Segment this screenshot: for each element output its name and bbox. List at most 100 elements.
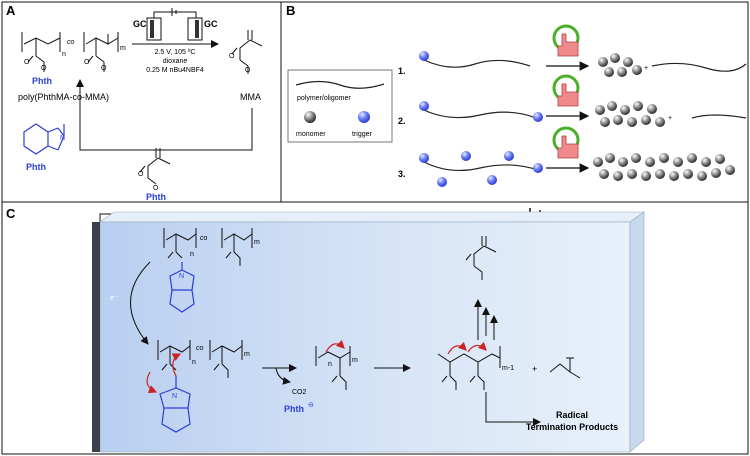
cond-solvent: dioxane bbox=[163, 58, 188, 65]
c-release-arrow bbox=[275, 367, 291, 385]
c-phth-anion: Phth bbox=[284, 404, 304, 414]
ester-o: O bbox=[41, 65, 47, 72]
legend-trigger-ball bbox=[358, 111, 370, 123]
row2-plus: + bbox=[668, 115, 672, 122]
phth-label-polymer: Phth bbox=[32, 76, 52, 86]
c-phth-anion-charge: ⊖ bbox=[308, 402, 314, 409]
row1-hand-icon bbox=[557, 33, 579, 57]
row2-oligomer bbox=[691, 114, 747, 119]
c-termination-line1: Radical bbox=[556, 410, 588, 420]
row1-monomers bbox=[598, 53, 642, 77]
electrochemical-cell bbox=[146, 8, 203, 41]
c-mid-n: n bbox=[192, 359, 196, 366]
panel-a-label: A bbox=[6, 3, 16, 18]
legend-trigger: trigger bbox=[352, 131, 373, 138]
copolymer-structure bbox=[21, 32, 119, 72]
c-termination-arrow bbox=[485, 392, 541, 426]
c-end-group bbox=[549, 357, 581, 379]
c-chain-m-minus-1: m-1 bbox=[502, 365, 514, 372]
cond-voltage-temp: 2.5 V, 105 ºC bbox=[155, 49, 196, 56]
carbonyl-o-2: O bbox=[84, 59, 90, 66]
row3-hand-icon bbox=[557, 135, 579, 159]
c-top-phth-n: N bbox=[179, 273, 184, 280]
electron-label: e⁻ bbox=[110, 295, 118, 302]
row1-label: 1. bbox=[398, 66, 406, 76]
panel-c-frame bbox=[1, 201, 749, 455]
c-mid-m: m bbox=[244, 351, 250, 358]
row1-trigger bbox=[419, 51, 429, 61]
panel-b-label: B bbox=[286, 3, 295, 18]
phthma-monomer-structure bbox=[139, 148, 171, 185]
row1-plus: + bbox=[644, 65, 648, 72]
gc-left: GC bbox=[133, 19, 147, 29]
panel-c-label: C bbox=[6, 206, 16, 221]
c-depolymerizing-chain bbox=[437, 346, 501, 390]
polymer-co: co bbox=[67, 39, 75, 46]
c-chain-red-arrow-2 bbox=[467, 341, 487, 353]
c-top-co: co bbox=[200, 235, 208, 242]
monomer-o1: O bbox=[138, 171, 144, 178]
legend-polymer: polymer/oligomer bbox=[297, 95, 351, 102]
c-radical-red-arrow bbox=[325, 339, 345, 353]
recycle-arrow bbox=[76, 79, 253, 151]
polymer-m: m bbox=[120, 45, 126, 52]
row3-trigger-action bbox=[546, 126, 590, 173]
polymer-name: poly(PhthMA-co-MMA) bbox=[18, 92, 109, 102]
mma-o2: O bbox=[245, 67, 251, 74]
phth-group-structure bbox=[23, 123, 65, 155]
phth-label-monomer: Phth bbox=[146, 192, 166, 202]
electrode-front-face bbox=[99, 221, 631, 453]
carbonyl-o: O bbox=[24, 59, 30, 66]
legend-monomer-ball bbox=[304, 111, 316, 123]
c-top-n: n bbox=[190, 251, 194, 258]
c-radical-n: n bbox=[328, 361, 332, 368]
electrode-top-face bbox=[99, 211, 645, 223]
row1-oligomer bbox=[651, 62, 747, 72]
polymer-n: n bbox=[62, 51, 66, 58]
mma-structure bbox=[231, 30, 263, 74]
c-mma-structure bbox=[465, 236, 497, 280]
row2-label: 2. bbox=[398, 116, 406, 126]
c-chain-red-arrow-1 bbox=[447, 341, 467, 355]
phth-n: N bbox=[60, 135, 65, 142]
row2-trigger-action bbox=[546, 74, 590, 121]
c-radical-polymer bbox=[315, 346, 351, 390]
row1-trigger-action bbox=[546, 24, 590, 71]
row2-polymer bbox=[423, 109, 537, 119]
gc-right: GC bbox=[204, 19, 218, 29]
ester-o-2: O bbox=[101, 65, 107, 72]
row3-polymer bbox=[423, 161, 539, 172]
row2-trigger-start bbox=[419, 101, 429, 111]
legend-box bbox=[287, 69, 393, 143]
row1-polymer bbox=[423, 59, 531, 68]
product-label: MMA bbox=[240, 92, 261, 102]
c-top-m: m bbox=[254, 239, 260, 246]
c-mid-phth bbox=[159, 376, 191, 433]
row2-hand-icon bbox=[557, 83, 579, 107]
row3-triggers bbox=[419, 151, 543, 187]
row3-monomers bbox=[593, 153, 735, 181]
phth-label-group: Phth bbox=[26, 162, 46, 172]
c-mid-phth-n: N bbox=[172, 393, 177, 400]
c-curved-arrow bbox=[130, 261, 151, 345]
c-mid-co: co bbox=[196, 345, 204, 352]
legend-polymer-line bbox=[295, 80, 385, 89]
row2-trigger-end bbox=[533, 112, 543, 122]
monomer-o2: O bbox=[153, 185, 159, 192]
c-co2: CO2 bbox=[292, 389, 307, 396]
c-radical-m: m bbox=[352, 357, 358, 364]
row3-label: 3. bbox=[398, 169, 406, 179]
c-top-phth bbox=[169, 262, 195, 313]
c-mid-red-arrow-1 bbox=[146, 371, 158, 394]
mma-o1: O bbox=[229, 53, 235, 60]
c-termination-line2: Termination Products bbox=[526, 422, 618, 432]
c-top-polymer bbox=[163, 228, 253, 266]
cond-electrolyte: 0.25 M nBu4NBF4 bbox=[146, 67, 204, 74]
electrode-surface bbox=[92, 222, 100, 452]
c-plus: + bbox=[532, 364, 537, 374]
electrode-side-face bbox=[629, 211, 645, 453]
c-mid-polymer bbox=[157, 340, 243, 378]
row2-monomers bbox=[595, 101, 665, 127]
